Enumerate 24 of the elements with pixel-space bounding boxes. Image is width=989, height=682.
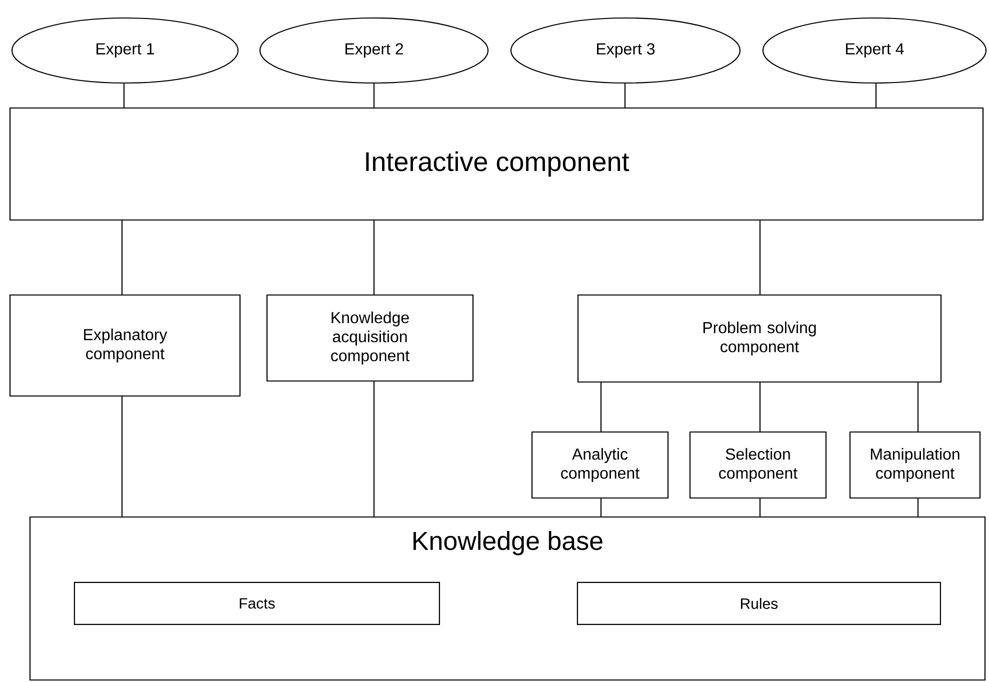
connector-line [121,220,123,294]
connector-line [373,382,375,516]
component-box: Analytic component [531,431,669,499]
connector-line [121,396,123,516]
component-box: Interactive component [9,107,984,221]
item-box: Rules [576,582,941,625]
connector-line [917,382,919,432]
connector-line [759,498,761,516]
connector-line [123,84,125,108]
component-box: Manipulation component [849,431,981,499]
connector-line [759,220,761,294]
connector-line [373,84,375,108]
component-box: Knowledge acquisition component [266,294,474,382]
connector-line [373,220,375,294]
connector-line [600,382,602,432]
item-box: Facts [74,582,440,625]
connector-line [875,84,877,108]
connector-line [917,498,919,516]
connector-line [624,84,626,108]
component-box: Problem solving component [577,294,942,383]
component-box: Explanatory component [9,294,241,397]
connector-line [759,382,761,432]
component-box: Selection component [689,431,827,499]
connector-line [600,498,602,516]
